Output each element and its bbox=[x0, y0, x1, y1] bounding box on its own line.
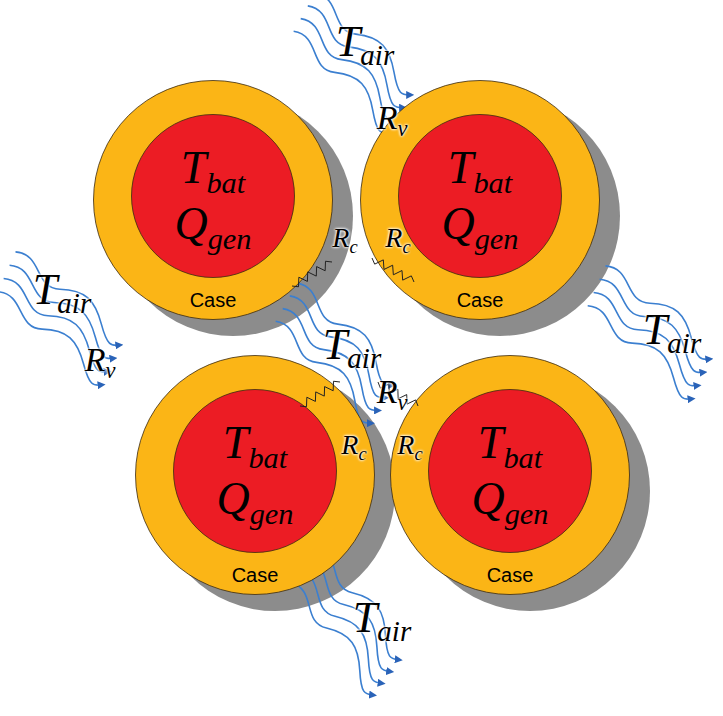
air-flow-arrow bbox=[301, 0, 415, 112]
air-flow-arrow bbox=[599, 257, 720, 363]
air-flow-arrow bbox=[588, 284, 709, 390]
resistance-label: Rc bbox=[339, 431, 368, 459]
cell-quantity: Qgen bbox=[174, 201, 251, 247]
resistance-label: Rc bbox=[383, 224, 412, 252]
case-label: Case bbox=[232, 565, 279, 585]
air-flow-arrow bbox=[3, 257, 124, 363]
cell-core: TbatQgen bbox=[428, 389, 592, 553]
cell-quantity: Tbat bbox=[478, 420, 542, 466]
cell-quantity: Qgen bbox=[441, 201, 518, 247]
resistor-symbol bbox=[292, 261, 332, 287]
resistance-label: Rc bbox=[395, 431, 424, 459]
cell-case: Case TbatQgen bbox=[390, 355, 630, 595]
case-label: Case bbox=[457, 290, 504, 310]
cell-case: Case TbatQgen bbox=[93, 80, 333, 320]
air-flow-arrow bbox=[283, 575, 386, 698]
air-temperature: Tair bbox=[641, 308, 703, 352]
cell-quantity: Tbat bbox=[448, 145, 512, 191]
cell-core: TbatQgen bbox=[173, 389, 337, 553]
cell-quantity: Qgen bbox=[216, 476, 293, 522]
air-temperature: Tair bbox=[351, 596, 413, 640]
air-flow-arrow bbox=[593, 271, 714, 377]
case-label: Case bbox=[190, 290, 237, 310]
air-temperature: Tair bbox=[321, 323, 383, 367]
air-flow-arrows bbox=[0, 0, 723, 699]
air-temperature: Tair bbox=[31, 268, 93, 312]
case-label: Case bbox=[487, 565, 534, 585]
air-temperature: Tair bbox=[334, 20, 396, 64]
air-flow-arrow bbox=[308, 0, 422, 99]
resistance-label: Rv bbox=[83, 343, 118, 377]
cell-quantity: Qgen bbox=[471, 476, 548, 522]
resistance-label: Rv bbox=[375, 101, 410, 135]
cell-quantity: Tbat bbox=[181, 145, 245, 191]
resistance-label: Rc bbox=[330, 224, 359, 252]
resistance-label: Rv bbox=[375, 375, 410, 409]
cell-core: TbatQgen bbox=[398, 114, 562, 278]
cell-case: Case TbatQgen bbox=[135, 355, 375, 595]
resistor-symbol bbox=[372, 258, 414, 282]
cell-core: TbatQgen bbox=[131, 114, 295, 278]
resistor-symbol bbox=[300, 381, 340, 407]
cell-quantity: Tbat bbox=[223, 420, 287, 466]
air-flow-arrow bbox=[582, 297, 703, 403]
air-flow-group bbox=[572, 257, 723, 403]
